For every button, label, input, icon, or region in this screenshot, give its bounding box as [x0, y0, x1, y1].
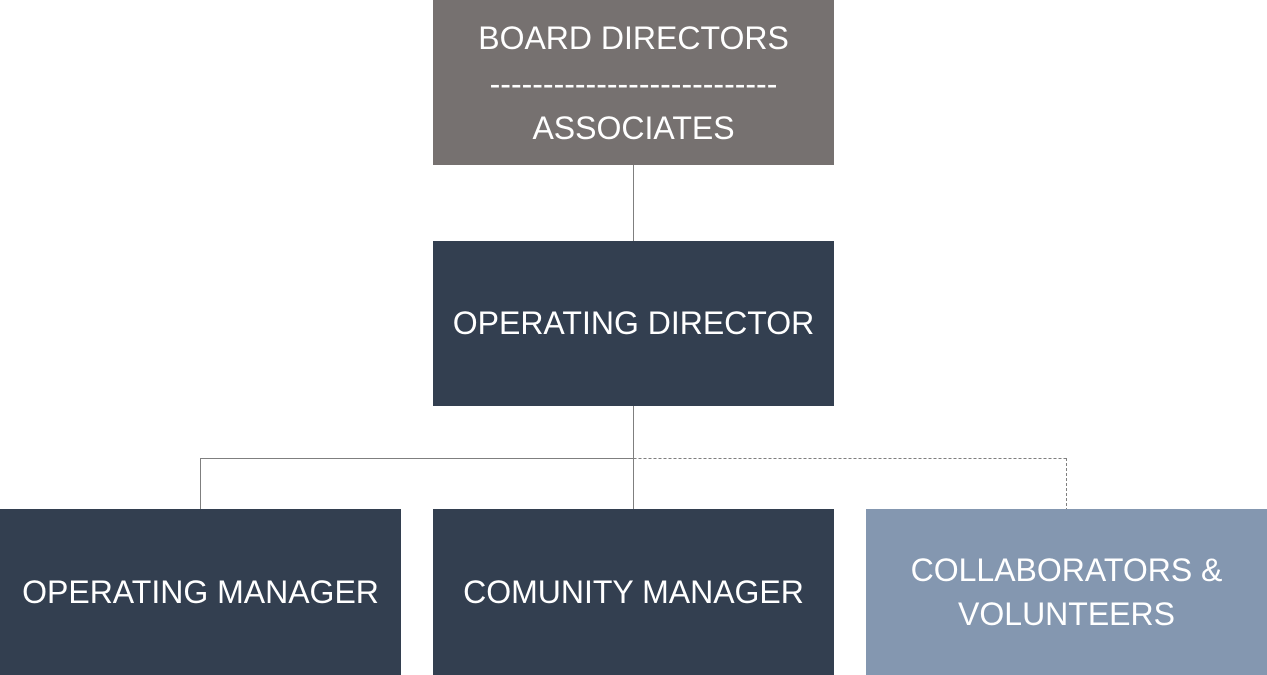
- board-separator: ---------------------------: [489, 65, 778, 102]
- board-directors-label: BOARD DIRECTORS: [478, 19, 789, 56]
- community-manager-node: COMUNITY MANAGER: [433, 509, 834, 675]
- operating-director-node: OPERATING DIRECTOR: [433, 241, 834, 406]
- collaborators-label: COLLABORATORS &: [910, 551, 1223, 588]
- operating-manager-label: OPERATING MANAGER: [22, 573, 379, 610]
- community-manager-label: COMUNITY MANAGER: [463, 573, 804, 610]
- board-directors-node: BOARD DIRECTORS ------------------------…: [433, 0, 834, 165]
- operating-manager-node: OPERATING MANAGER: [0, 509, 401, 675]
- collaborators-volunteers-node: COLLABORATORS & VOLUNTEERS: [866, 509, 1267, 675]
- associates-label: ASSOCIATES: [532, 109, 735, 146]
- volunteers-label: VOLUNTEERS: [958, 596, 1175, 632]
- operating-director-label: OPERATING DIRECTOR: [452, 305, 815, 342]
